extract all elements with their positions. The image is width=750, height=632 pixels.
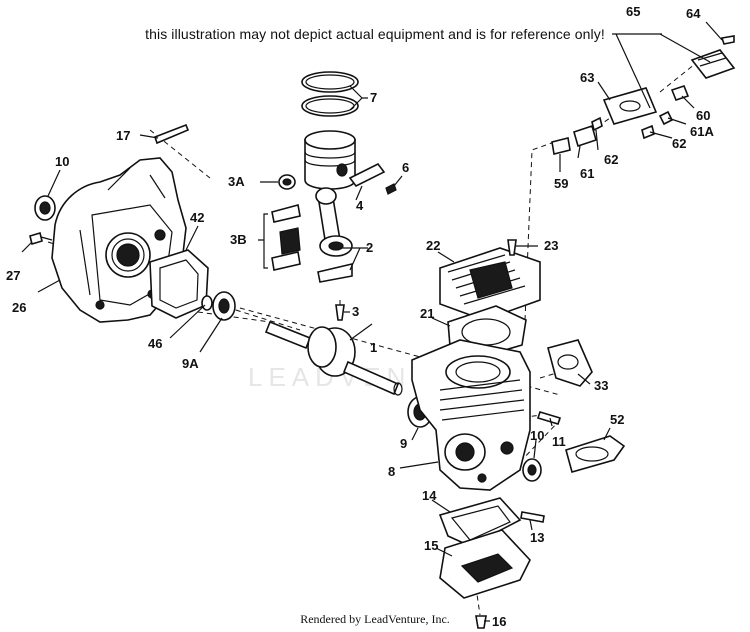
- oil-seal-left: [34, 195, 56, 221]
- callout-9a: 9A: [182, 356, 199, 371]
- callout-60: 60: [696, 108, 710, 123]
- callout-23: 23: [544, 238, 558, 253]
- group-bracket-65: [612, 33, 711, 109]
- screw-62b: [641, 124, 655, 140]
- washer-61a: [658, 110, 674, 126]
- cylinder-block: [411, 339, 531, 491]
- piston: [304, 130, 356, 190]
- bracket-2: [340, 247, 368, 271]
- cap-64: [690, 49, 736, 79]
- callout-27: 27: [6, 268, 20, 283]
- callout-65: 65: [626, 4, 640, 19]
- callout-labels: 1 2 3 3A 3B 4 6 7 8 9 9A 10 10 11 13 14 …: [6, 4, 714, 629]
- footer-text: Rendered by LeadVenture, Inc.: [300, 612, 450, 626]
- bearing-cage-set: [271, 204, 301, 271]
- callout-10-left: 10: [55, 154, 69, 169]
- disclaimer-text: this illustration may not depict actual …: [145, 26, 605, 42]
- connecting-rod: [315, 187, 353, 283]
- clip-60: [670, 85, 690, 101]
- stud-13: [520, 511, 545, 523]
- assembly-lines: [47, 59, 701, 616]
- callout-52: 52: [610, 412, 624, 427]
- crankcase-gasket: [149, 249, 209, 319]
- callout-11: 11: [552, 434, 566, 449]
- pin-clip: [385, 183, 397, 195]
- callout-63: 63: [580, 70, 594, 85]
- callout-17: 17: [116, 128, 130, 143]
- rod-screw: [335, 304, 345, 321]
- oil-seal-right: [522, 458, 542, 482]
- screw-64: [720, 35, 735, 45]
- callout-64: 64: [686, 6, 701, 21]
- callout-62-upper: 62: [672, 136, 686, 151]
- callout-22: 22: [426, 238, 440, 253]
- bottom-cover: [439, 529, 531, 599]
- callout-21: 21: [420, 306, 434, 321]
- piston-rings: [301, 71, 359, 117]
- callout-59: 59: [554, 176, 568, 191]
- bracket-3b: [258, 213, 268, 269]
- callout-46: 46: [148, 336, 162, 351]
- callout-3: 3: [352, 304, 359, 319]
- callout-33: 33: [594, 378, 608, 393]
- plate-61: [573, 124, 597, 148]
- callout-6: 6: [402, 160, 409, 175]
- callout-26: 26: [12, 300, 26, 315]
- intake-flange: [547, 339, 593, 387]
- gasket-59: [551, 137, 571, 155]
- crankshaft: [264, 320, 403, 396]
- callout-10-right: 10: [530, 428, 544, 443]
- dowel-pin-body: [153, 123, 190, 145]
- stud-11: [536, 411, 562, 425]
- callout-8: 8: [388, 464, 395, 479]
- gasket-63: [602, 87, 658, 125]
- callout-9: 9: [400, 436, 407, 451]
- muffler-parts: [551, 35, 736, 155]
- callout-42: 42: [190, 210, 204, 225]
- callout-3a: 3A: [228, 174, 245, 189]
- leader-lines: [21, 21, 723, 622]
- callout-1: 1: [370, 340, 377, 355]
- callout-13: 13: [530, 530, 544, 545]
- cylinder-head: [439, 247, 541, 321]
- screw-62: [591, 116, 603, 132]
- bracket-7: [349, 85, 368, 111]
- needle-bearing: [278, 174, 296, 190]
- callout-14: 14: [422, 488, 437, 503]
- callout-2: 2: [366, 240, 373, 255]
- callout-4: 4: [356, 198, 364, 213]
- callout-3b: 3B: [230, 232, 247, 247]
- cover-screw: [475, 615, 487, 629]
- bearing-9a: [201, 291, 236, 321]
- callout-62-lower: 62: [604, 152, 618, 167]
- wrist-pin: [348, 162, 386, 188]
- callout-7: 7: [370, 90, 377, 105]
- head-screw: [507, 239, 517, 256]
- callout-61: 61: [580, 166, 594, 181]
- muffler-gasket: [565, 435, 626, 473]
- screw-27: [29, 231, 53, 246]
- callout-16: 16: [492, 614, 506, 629]
- callout-61a: 61A: [690, 124, 714, 139]
- callout-15: 15: [424, 538, 438, 553]
